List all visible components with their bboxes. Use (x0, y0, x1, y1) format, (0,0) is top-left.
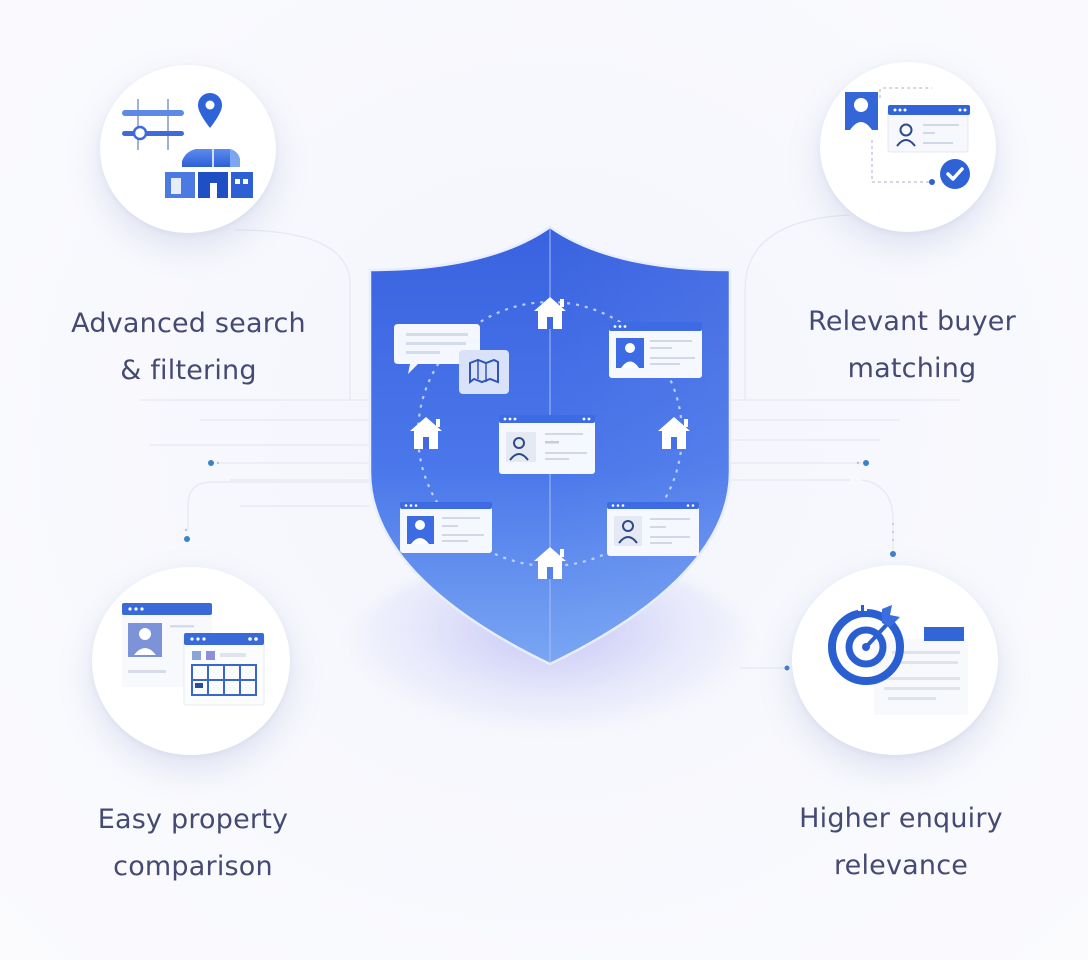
feature-label-line: Relevant buyer (808, 306, 1016, 337)
target-enquiry-icon (828, 601, 968, 715)
feature-label-buyer-matching: Relevant buyer matching (782, 298, 1042, 392)
connector-dot (890, 551, 896, 557)
feature-label-line: Higher enquiry (799, 803, 1003, 834)
feature-circle-enquiry (792, 565, 998, 755)
house-icon (534, 297, 566, 329)
shield-icon (368, 225, 732, 666)
house-icon (534, 547, 566, 579)
property-compare-icon (122, 603, 265, 706)
feature-label-line: Easy property (97, 804, 289, 835)
feature-label-line: matching (847, 353, 977, 384)
feature-circle-buyer-matching (820, 62, 996, 232)
connector-dot (863, 460, 869, 466)
feature-label-search: Advanced search & filtering (56, 300, 321, 394)
connector-dot (208, 460, 214, 466)
profile-card-bottom-left (400, 502, 492, 553)
profile-card-top-right (609, 322, 702, 378)
connector-dot (184, 536, 190, 542)
feature-label-line: comparison (113, 851, 273, 882)
house-icons (410, 297, 690, 579)
search-filter-building-icon (122, 93, 253, 198)
feature-label-line: relevance (833, 850, 969, 881)
feature-circle-comparison (92, 567, 290, 755)
house-icon (410, 417, 442, 449)
map-icon (459, 350, 509, 394)
buyer-match-check-icon (845, 87, 970, 189)
profile-card-center (499, 415, 595, 474)
connector-dot (784, 665, 790, 671)
house-icon (658, 417, 690, 449)
feature-label-line: Advanced search (71, 308, 306, 339)
profile-card-bottom-right (607, 502, 699, 556)
chat-bubble-icon (394, 324, 480, 374)
feature-label-comparison: Easy property comparison (62, 796, 324, 890)
feature-circle-search (100, 65, 276, 233)
feature-label-line: & filtering (120, 355, 257, 386)
feature-label-enquiry: Higher enquiry relevance (770, 795, 1032, 889)
